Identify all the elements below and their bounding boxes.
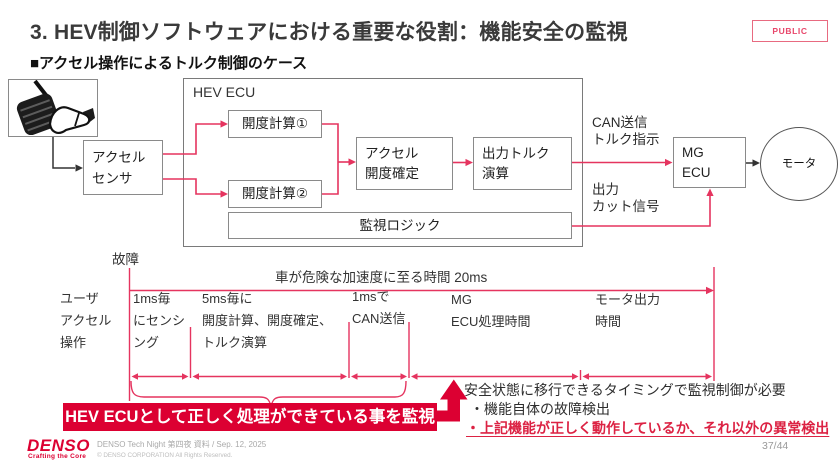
case-subtitle: ■アクセル操作によるトルク制御のケース (30, 55, 308, 72)
public-badge: PUBLIC (752, 20, 828, 42)
footer-copyright: © DENSO CORPORATION All Rights Reserved. (97, 452, 233, 459)
pedal-figure (8, 79, 98, 137)
timeline-seg5-label: モータ出力 時間 (595, 292, 661, 329)
output-cut-label: 出力 カット信号 (592, 182, 660, 214)
opening-calc2-box: 開度計算② (228, 180, 322, 208)
fault-label: 故障 (112, 252, 139, 267)
page-title: 3. HEV制御ソフトウェアにおける重要な役割：機能安全の監視 (30, 21, 628, 44)
user-operation-label: ユーザ アクセル 操作 (60, 291, 112, 350)
opening-calc1-box: 開度計算① (228, 110, 322, 138)
timeline-seg2-label: 5ms毎に 開度計算、開度確定、 トルク演算 (202, 291, 333, 350)
motor-circle: モータ (760, 127, 838, 201)
monitor-logic-box: 監視ロジック (228, 212, 572, 239)
timeline-seg3-label: 1msで CAN送信 (352, 289, 406, 326)
accelerator-pedal-icon (16, 79, 95, 136)
can-transmit-label: CAN送信 トルク指示 (592, 115, 660, 147)
mg-ecu-box: MG ECU (673, 137, 746, 188)
footer-credit: DENSO Tech Night 第四夜 資料 / Sep. 12, 2025 (97, 440, 267, 449)
bullet-fault-detection: ・機能自体の故障検出 (470, 401, 610, 417)
monitor-banner: HEV ECUとして正しく処理ができている事を監視 (63, 403, 437, 431)
output-torque-calc-box: 出力トルク 演算 (473, 137, 572, 190)
safety-timing-note: 安全状態に移行できるタイミングで監視制御が必要 (464, 382, 786, 398)
banner-pointer-arrow-icon (437, 379, 468, 422)
danger-duration-label: 車が危険な加速度に至る時間 20ms (275, 270, 488, 285)
denso-tagline: Crafting the Core (28, 453, 87, 460)
page-number: 37/44 (762, 440, 789, 452)
timeline-seg1-label: 1ms毎 にセンシ ング (133, 291, 186, 350)
bullet-anomaly-detection: ・上記機能が正しく動作しているか、それ以外の異常検出 (466, 420, 830, 436)
timeline-seg4-label: MG ECU処理時間 (451, 292, 531, 329)
accel-sensor-box: アクセル センサ (83, 140, 163, 195)
accel-opening-confirm-box: アクセル 開度確定 (356, 137, 453, 190)
hev-ecu-label: HEV ECU (193, 84, 256, 100)
denso-logo: DENSO (27, 436, 90, 455)
